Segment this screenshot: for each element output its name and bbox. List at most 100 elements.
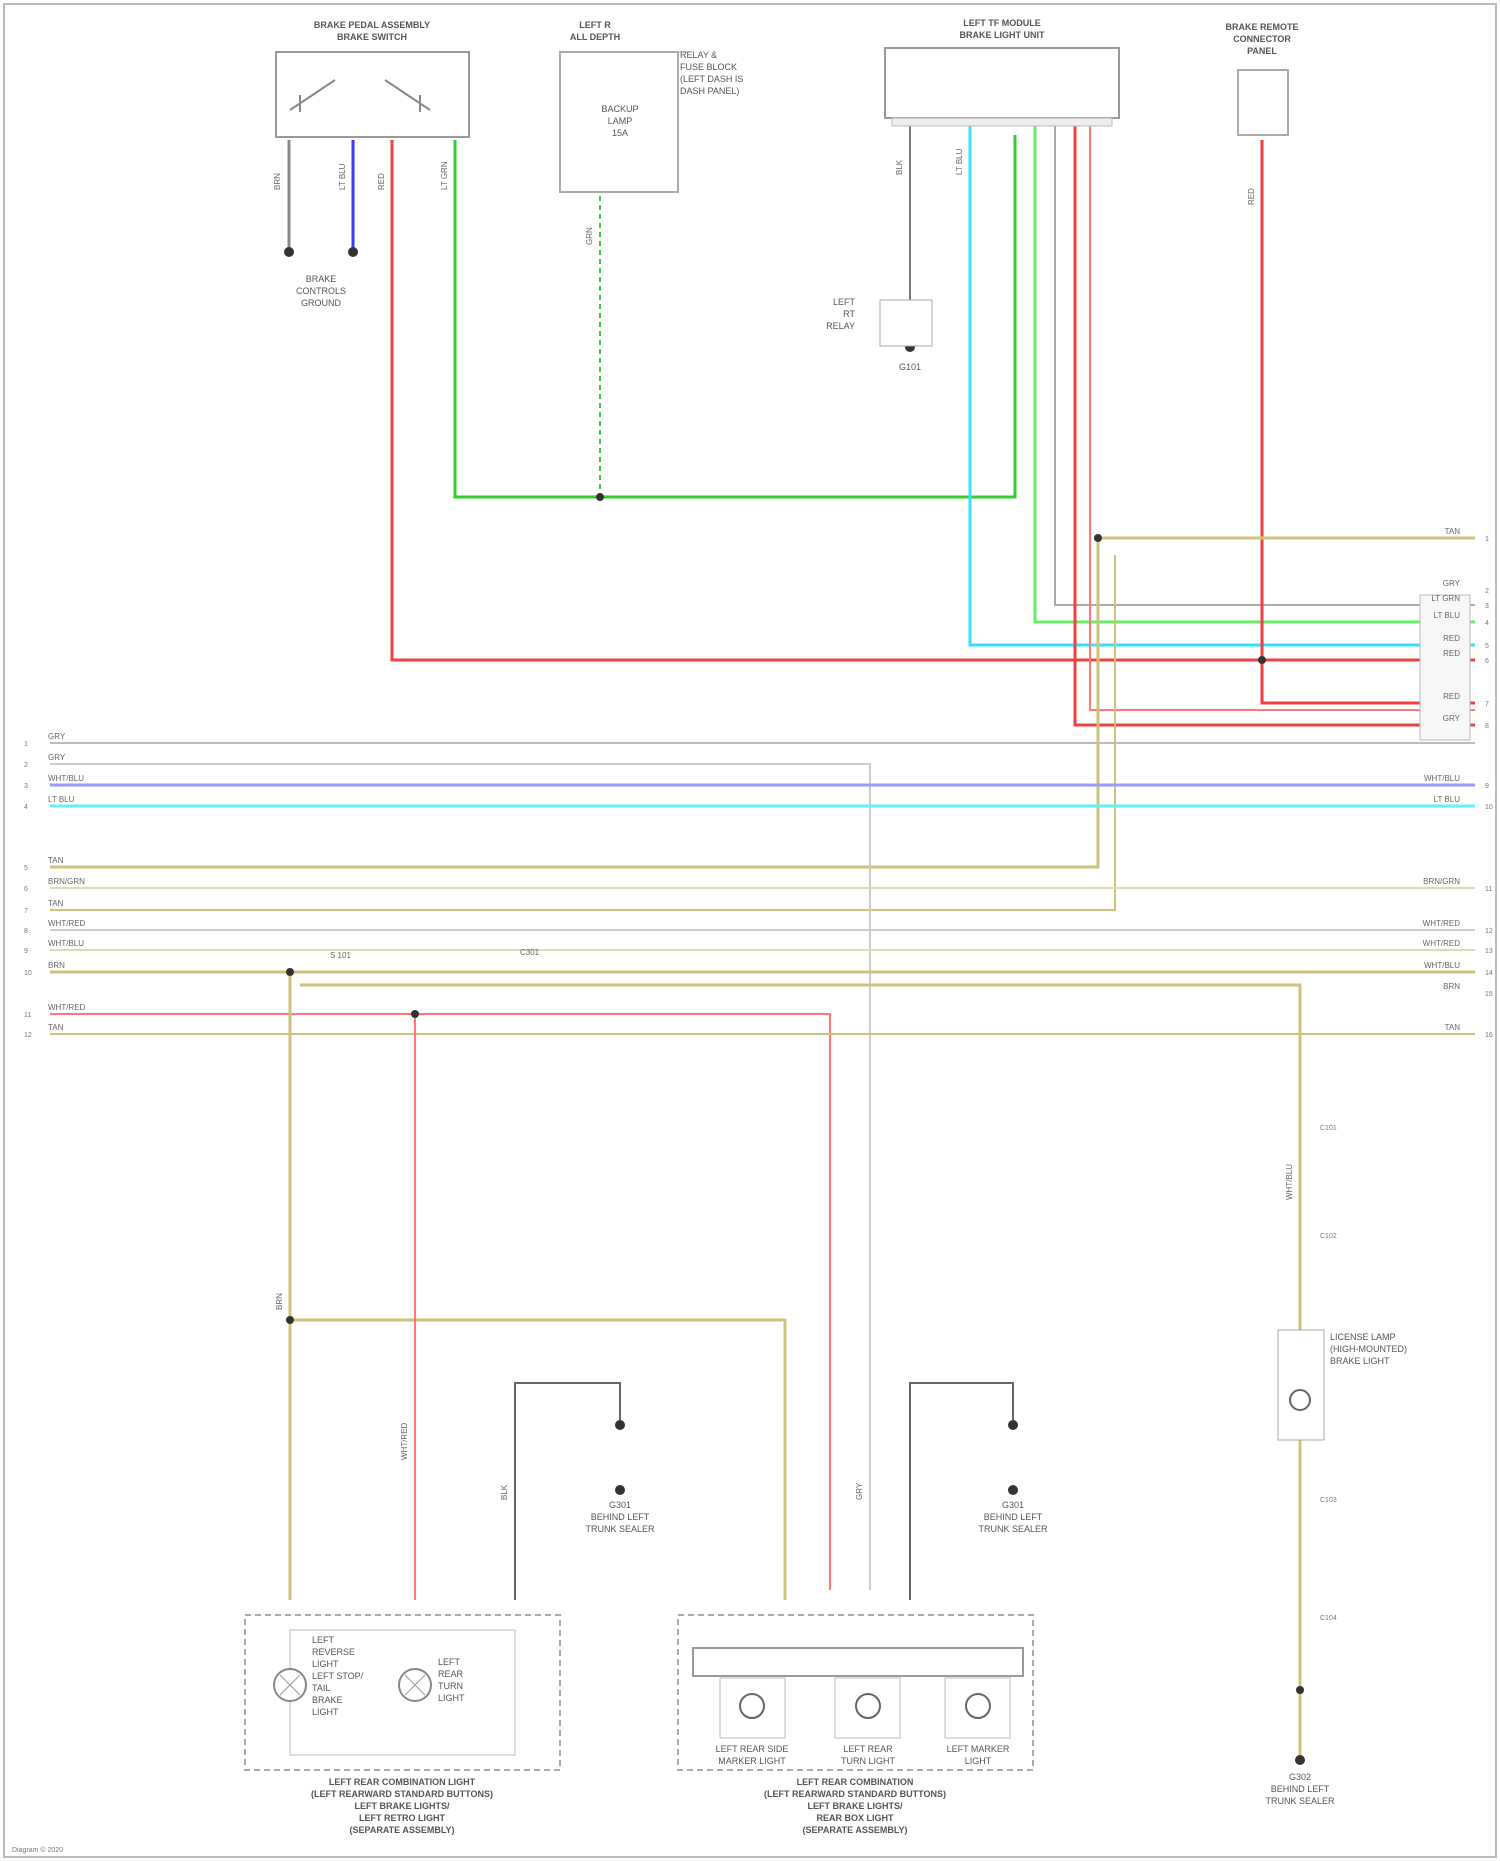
wl-ltblu: LT BLU: [338, 163, 347, 190]
wl-whtblu: WHT/BLU: [1285, 1164, 1294, 1200]
svg-text:LEFT: LEFT: [312, 1635, 335, 1645]
svg-text:REAR: REAR: [438, 1669, 464, 1679]
svg-text:LEFT R: LEFT R: [579, 20, 611, 30]
right-pin-number: 10: [1485, 804, 1493, 811]
module-ground-box: [880, 300, 932, 346]
lrl-2: REVERSE: [312, 1647, 355, 1657]
svg-text:RT: RT: [843, 309, 855, 319]
svg-text:BEHIND LEFT: BEHIND LEFT: [1271, 1784, 1330, 1794]
rla-1: LEFT REAR COMBINATION: [797, 1777, 914, 1787]
svg-text:BEHIND LEFT: BEHIND LEFT: [591, 1512, 650, 1522]
fuse-panel-label-2: ALL DEPTH: [570, 32, 620, 42]
wire-ground-mid: [910, 1383, 1013, 1600]
svg-text:S 101: S 101: [330, 951, 351, 960]
right-wire-label: WHT/RED: [1423, 939, 1461, 948]
svg-text:BRAKE LIGHT UNIT: BRAKE LIGHT UNIT: [960, 30, 1045, 40]
module-label-1: LEFT TF MODULE: [963, 18, 1041, 28]
right-wire-label: TAN: [1445, 1023, 1461, 1032]
lrl-4: LEFT STOP/: [312, 1671, 364, 1681]
svg-text:LAMP: LAMP: [608, 116, 633, 126]
svg-text:REAR BOX LIGHT: REAR BOX LIGHT: [816, 1813, 894, 1823]
wire-tan-loop: [50, 538, 1098, 867]
svg-text:15A: 15A: [612, 128, 628, 138]
switch-ground-2: CONTROLS: [296, 286, 346, 296]
brake-switch-label-1: BRAKE PEDAL ASSEMBLY: [314, 20, 430, 30]
rla-4: REAR BOX LIGHT: [816, 1813, 894, 1823]
conn-c104: C104: [1320, 1615, 1337, 1622]
gnd-left-2: BEHIND LEFT: [591, 1512, 650, 1522]
gnd-right-2: BEHIND LEFT: [1271, 1784, 1330, 1794]
right-wire-label: RED: [1443, 649, 1460, 658]
right-pin-number: 13: [1485, 948, 1493, 955]
fuse-note-2: FUSE BLOCK: [680, 62, 737, 72]
ltl-1: LEFT: [438, 1657, 461, 1667]
svg-text:TAIL: TAIL: [312, 1683, 330, 1693]
body-module: [885, 48, 1119, 126]
left-pin-number: 7: [24, 908, 28, 915]
lic-3: BRAKE LIGHT: [1330, 1356, 1390, 1366]
right-wire-label: WHT/BLU: [1424, 774, 1460, 783]
rla-3: LEFT BRAKE LIGHTS/: [808, 1801, 903, 1811]
left-pin-number: 3: [24, 783, 28, 790]
right-pin-number: 8: [1485, 723, 1489, 730]
module-ground-1: LEFT: [833, 297, 856, 307]
svg-text:(LEFT REARWARD STANDARD BUTTON: (LEFT REARWARD STANDARD BUTTONS): [311, 1789, 493, 1799]
right-wire-label: GRY: [1443, 579, 1461, 588]
svg-text:WHT/RED: WHT/RED: [400, 1422, 409, 1460]
svg-text:LEFT: LEFT: [438, 1657, 461, 1667]
left-pin-number: 8: [24, 928, 28, 935]
svg-text:LEFT BRAKE LIGHTS/: LEFT BRAKE LIGHTS/: [808, 1801, 903, 1811]
wl-ltblu2: LT BLU: [955, 148, 964, 175]
wl-red: RED: [377, 173, 386, 190]
lla-2: (LEFT REARWARD STANDARD BUTTONS): [311, 1789, 493, 1799]
fuse-note-4: DASH PANEL): [680, 86, 739, 96]
gnd-mid-3: TRUNK SEALER: [978, 1524, 1048, 1534]
svg-text:C104: C104: [1320, 1615, 1337, 1622]
left-wire-label: WHT/BLU: [48, 939, 84, 948]
module-ground-3: RELAY: [826, 321, 855, 331]
right-pin-number: 11: [1485, 886, 1492, 893]
wl-whtred: WHT/RED: [400, 1422, 409, 1460]
svg-text:BRAKE REMOTE: BRAKE REMOTE: [1225, 22, 1298, 32]
svg-text:CONTROLS: CONTROLS: [296, 286, 346, 296]
right-pin-number: 6: [1485, 658, 1489, 665]
svg-text:(LEFT REARWARD STANDARD BUTTON: (LEFT REARWARD STANDARD BUTTONS): [764, 1789, 946, 1799]
svg-text:TRUNK SEALER: TRUNK SEALER: [1265, 1796, 1335, 1806]
left-wire-label: TAN: [48, 899, 64, 908]
right-pin-number: 12: [1485, 928, 1493, 935]
svg-text:GROUND: GROUND: [301, 298, 341, 308]
wire-red-module: [1075, 125, 1475, 725]
right-wire-label: WHT/BLU: [1424, 961, 1460, 970]
wire-red-main: [392, 140, 1475, 660]
lrl-3: LIGHT: [312, 1659, 339, 1669]
gnd-right-3: TRUNK SEALER: [1265, 1796, 1335, 1806]
svg-text:LICENSE LAMP: LICENSE LAMP: [1330, 1332, 1396, 1342]
gnd-left-3: TRUNK SEALER: [585, 1524, 655, 1534]
svg-text:BRAKE: BRAKE: [306, 274, 337, 284]
svg-text:RELAY: RELAY: [826, 321, 855, 331]
svg-text:BRAKE PEDAL ASSEMBLY: BRAKE PEDAL ASSEMBLY: [314, 20, 430, 30]
left-wire-label: WHT/BLU: [48, 774, 84, 783]
wl-gry: GRY: [855, 1482, 864, 1500]
svg-text:RED: RED: [377, 173, 386, 190]
svg-text:TRUNK SEALER: TRUNK SEALER: [978, 1524, 1048, 1534]
fuse-label-1: BACKUP: [601, 104, 638, 114]
ground-g101: G101: [899, 362, 921, 372]
svg-text:(SEPARATE ASSEMBLY): (SEPARATE ASSEMBLY): [802, 1825, 907, 1835]
brake-switch-label-2: BRAKE SWITCH: [337, 32, 407, 42]
svg-text:LEFT REAR COMBINATION: LEFT REAR COMBINATION: [797, 1777, 914, 1787]
lic-2: (HIGH-MOUNTED): [1330, 1344, 1407, 1354]
left-pin-number: 6: [24, 886, 28, 893]
svg-text:TURN: TURN: [438, 1681, 463, 1691]
left-wire-label: TAN: [48, 856, 64, 865]
left-pin-number: 2: [24, 762, 28, 769]
rconn-label-1: BRAKE REMOTE: [1225, 22, 1298, 32]
wire-pink-bus: [50, 1014, 830, 1590]
wl-blk2: BLK: [500, 1484, 509, 1500]
conn-c101: C101: [1320, 1125, 1337, 1132]
lrl-7: LIGHT: [312, 1707, 339, 1717]
rla-2: (LEFT REARWARD STANDARD BUTTONS): [764, 1789, 946, 1799]
svg-text:BACKUP: BACKUP: [601, 104, 638, 114]
